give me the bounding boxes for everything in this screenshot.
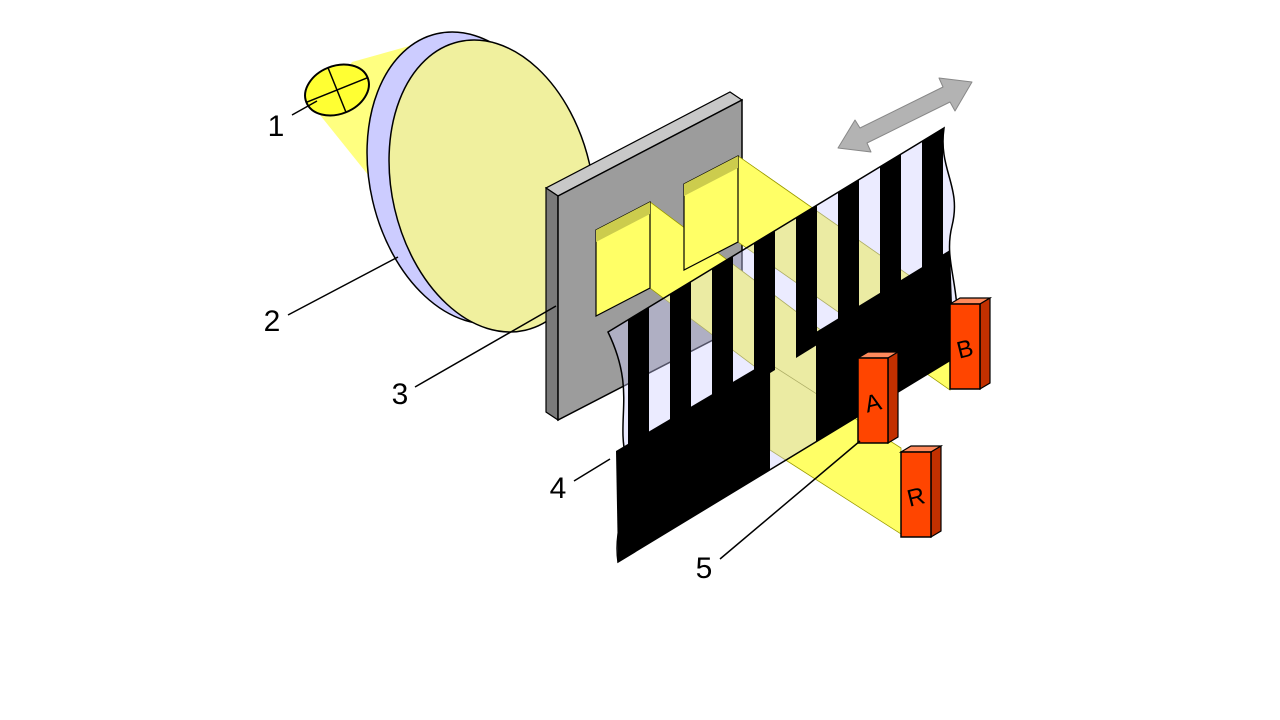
detector-b: B xyxy=(947,296,993,391)
callout-line-1 xyxy=(291,100,318,116)
callout-line-2 xyxy=(287,256,399,316)
detector-a: A xyxy=(855,350,901,445)
callout-label-5: 5 xyxy=(696,552,713,585)
detector-a-front-face xyxy=(857,357,889,444)
detector-b-side-face xyxy=(979,296,991,391)
scale-reference-track-right xyxy=(816,250,954,442)
detector-r-label: R xyxy=(904,482,927,512)
scale-stripe xyxy=(880,154,901,307)
detector-a-label: A xyxy=(862,388,884,418)
detector-r-side-face xyxy=(930,444,942,539)
light-source-lamp xyxy=(304,63,370,117)
scale-stripe xyxy=(670,281,691,434)
callout-line-5 xyxy=(719,440,861,560)
mask-plate-left-face xyxy=(545,186,559,422)
callout-label-2: 2 xyxy=(264,305,281,338)
scale-stripe xyxy=(754,230,775,383)
scale-stripe xyxy=(838,179,859,332)
scale-stripe xyxy=(712,256,733,409)
callout-line-3 xyxy=(414,305,557,388)
callout-label-3: 3 xyxy=(392,378,409,411)
scale-stripe xyxy=(922,128,943,281)
motion-arrow-icon xyxy=(837,77,973,153)
callout-label-4: 4 xyxy=(550,472,567,505)
detector-r: R xyxy=(898,444,944,539)
callout-line-4 xyxy=(573,458,611,482)
detector-a-side-face xyxy=(887,350,899,445)
scale-reference-track-left xyxy=(616,360,770,562)
condenser-lens-front xyxy=(388,39,596,333)
detector-b-front-face xyxy=(949,303,981,390)
callout-label-1: 1 xyxy=(268,110,285,143)
lamp-cross-line-vertical xyxy=(327,67,347,113)
scale-stripe xyxy=(628,307,649,460)
scale-stripe xyxy=(796,205,817,358)
detector-b-label: B xyxy=(954,334,976,364)
mask-window-a-shade xyxy=(596,202,650,242)
mask-window-b-shade xyxy=(684,156,738,196)
detector-r-front-face xyxy=(900,451,932,538)
